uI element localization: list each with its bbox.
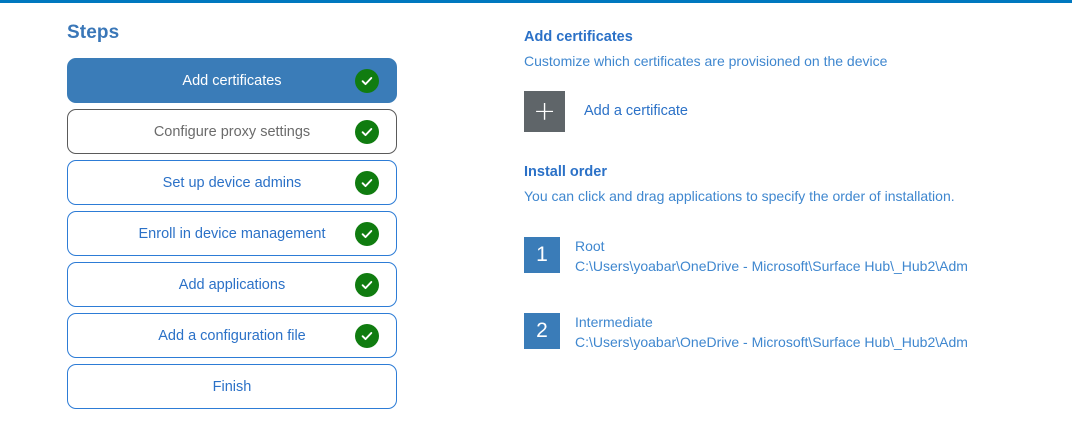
check-circle-icon (355, 221, 379, 246)
steps-panel: Steps Add certificates Configure proxy s… (67, 22, 397, 415)
plus-glyph: + (533, 96, 556, 127)
sidebar-item-set-up-device-admins[interactable]: Set up device admins (67, 160, 397, 205)
install-order-list: 1 Root C:\Users\yoabar\OneDrive - Micros… (524, 237, 1044, 352)
add-certificates-heading: Add certificates (524, 29, 633, 45)
install-order-block: Install order You can click and drag app… (524, 163, 1044, 206)
sidebar-item-finish[interactable]: Finish (67, 364, 397, 409)
sidebar-item-add-certificates[interactable]: Add certificates (67, 58, 397, 103)
detail-pane: Add certificates Customize which certifi… (524, 28, 1044, 389)
add-a-certificate-link[interactable]: Add a certificate (584, 103, 688, 119)
add-certificates-description: Customize which certificates are provisi… (524, 53, 888, 69)
sidebar-item-add-applications[interactable]: Add applications (67, 262, 397, 307)
check-circle-icon (355, 119, 379, 144)
order-item-name: Root (575, 238, 605, 254)
add-certificate-row[interactable]: + Add a certificate (524, 91, 1044, 132)
install-order-heading: Install order (524, 164, 607, 180)
step-label: Enroll in device management (138, 225, 326, 242)
order-item-path: C:\Users\yoabar\OneDrive - Microsoft\Sur… (575, 258, 968, 274)
order-number-badge: 2 (524, 313, 560, 349)
sidebar-item-add-a-configuration-file[interactable]: Add a configuration file (67, 313, 397, 358)
page-title: Steps (67, 22, 120, 43)
list-item[interactable]: 1 Root C:\Users\yoabar\OneDrive - Micros… (524, 237, 1044, 276)
list-item[interactable]: 2 Intermediate C:\Users\yoabar\OneDrive … (524, 313, 1044, 352)
order-item-text: Root C:\Users\yoabar\OneDrive - Microsof… (575, 237, 1033, 276)
sidebar-item-enroll-in-device-management[interactable]: Enroll in device management (67, 211, 397, 256)
order-number-badge: 1 (524, 237, 560, 273)
top-accent-bar (0, 0, 1072, 3)
order-item-path: C:\Users\yoabar\OneDrive - Microsoft\Sur… (575, 334, 968, 350)
order-item-text: Intermediate C:\Users\yoabar\OneDrive - … (575, 313, 1033, 352)
step-label: Add certificates (182, 72, 282, 89)
check-circle-icon (355, 170, 379, 195)
sidebar-item-configure-proxy-settings[interactable]: Configure proxy settings (67, 109, 397, 154)
check-circle-icon (355, 68, 379, 93)
step-label: Set up device admins (162, 174, 302, 191)
install-order-description: You can click and drag applications to s… (524, 188, 955, 204)
step-label: Add applications (178, 276, 286, 293)
check-circle-icon (355, 323, 379, 348)
step-label: Add a configuration file (158, 327, 306, 344)
step-label: Finish (212, 378, 252, 395)
order-item-name: Intermediate (575, 314, 653, 330)
plus-icon[interactable]: + (524, 91, 565, 132)
step-label: Configure proxy settings (153, 123, 311, 140)
check-circle-icon (355, 272, 379, 297)
